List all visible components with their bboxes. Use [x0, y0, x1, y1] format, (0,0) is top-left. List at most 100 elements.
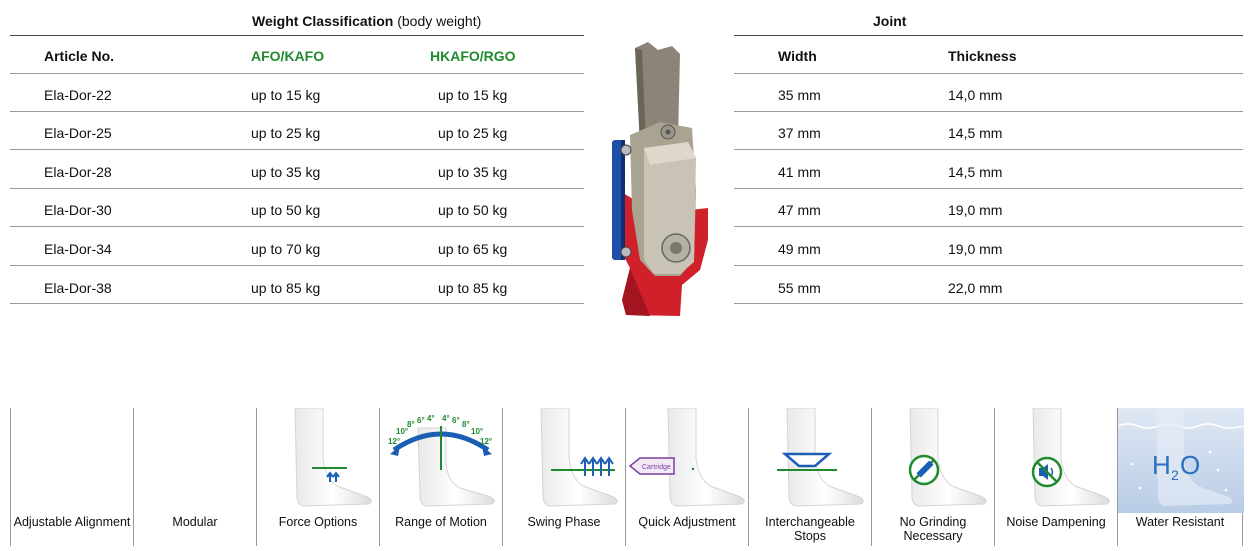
thickness-cell: 14,5 mm — [948, 164, 1003, 180]
foot-noise-icon — [1031, 408, 1110, 507]
rom-angle-label: 12° — [480, 437, 492, 446]
header-rule-left — [10, 35, 584, 36]
rom-angle-label: 10° — [396, 427, 408, 436]
feature-label: Noise Dampening — [1006, 515, 1106, 529]
feature-label: Swing Phase — [527, 515, 601, 529]
col-width: Width — [778, 48, 817, 64]
foot-stop-icon — [777, 408, 864, 507]
feature-swing-phase: Swing Phase — [502, 408, 625, 546]
row-rule — [734, 111, 1243, 112]
thickness-cell: 19,0 mm — [948, 202, 1003, 218]
row-rule — [734, 265, 1243, 266]
row-rule — [734, 73, 1243, 74]
article-cell: Ela-Dor-28 — [44, 164, 112, 180]
foot-water-icon: H 2 O — [1118, 408, 1244, 513]
foot-no-grinding-icon — [908, 408, 987, 507]
hkafo-cell: up to 50 kg — [438, 202, 508, 218]
row-rule — [734, 303, 1243, 304]
width-cell: 37 mm — [778, 125, 821, 141]
width-cell: 35 mm — [778, 87, 821, 103]
afo-cell: up to 35 kg — [251, 164, 321, 180]
rom-angle-label: 4° — [427, 414, 435, 423]
weight-title-bold: Weight Classification — [252, 13, 394, 29]
width-cell: 49 mm — [778, 241, 821, 257]
rom-angle-label: 10° — [471, 427, 483, 436]
width-cell: 55 mm — [778, 280, 821, 296]
feature-modular: Modular — [133, 408, 256, 546]
feature-interchangeable-stops: Interchangeable Stops — [748, 408, 871, 546]
ankle-joint-image — [600, 40, 720, 320]
col-article: Article No. — [44, 48, 115, 64]
range-motion-icon: 12° 10° 8° 6° 4° 4° 6° 8° 10° 12° — [388, 414, 495, 507]
afo-cell: up to 85 kg — [251, 280, 321, 296]
row-rule — [10, 149, 584, 150]
h2o-h: H — [1152, 450, 1171, 480]
feature-label: Quick Adjustment — [638, 515, 736, 529]
row-rule — [10, 73, 584, 74]
feature-water-resistant: H 2 O Water Resistant — [1117, 408, 1244, 546]
weight-classification-title: Weight Classification (body weight) — [252, 13, 481, 29]
afo-cell: up to 70 kg — [251, 241, 321, 257]
foot-swing-icon — [540, 408, 618, 507]
feature-no-grinding: No Grinding Necessary — [871, 408, 994, 546]
row-rule — [734, 188, 1243, 189]
afo-cell: up to 50 kg — [251, 202, 321, 218]
row-rule — [10, 226, 584, 227]
h2o-o: O — [1180, 450, 1200, 480]
rom-angle-label: 6° — [417, 416, 425, 425]
thickness-cell: 14,5 mm — [948, 125, 1003, 141]
feature-adjustable-alignment: Adjustable Alignment — [10, 408, 133, 546]
hkafo-cell: up to 25 kg — [438, 125, 508, 141]
feature-label: Interchangeable Stops — [765, 515, 855, 543]
feature-label: Force Options — [278, 515, 358, 529]
feature-label: Adjustable Alignment — [13, 515, 131, 529]
row-rule — [10, 303, 584, 304]
feature-label: Modular — [172, 515, 218, 529]
article-cell: Ela-Dor-25 — [44, 125, 112, 141]
hkafo-cell: up to 35 kg — [438, 164, 508, 180]
width-cell: 41 mm — [778, 164, 821, 180]
col-hkafo-rgo: HKAFO/RGO — [430, 48, 516, 64]
row-rule — [10, 188, 584, 189]
feature-quick-adjustment: Cartridge Quick Adjustment — [625, 408, 748, 546]
feature-range-of-motion: 12° 10° 8° 6° 4° 4° 6° 8° 10° 12° Range … — [379, 408, 502, 546]
hkafo-cell: up to 15 kg — [438, 87, 508, 103]
foot-cartridge-icon: Cartridge — [628, 408, 745, 507]
thickness-cell: 14,0 mm — [948, 87, 1003, 103]
article-cell: Ela-Dor-22 — [44, 87, 112, 103]
thickness-cell: 22,0 mm — [948, 280, 1003, 296]
article-cell: Ela-Dor-38 — [44, 280, 112, 296]
article-cell: Ela-Dor-34 — [44, 241, 112, 257]
hkafo-cell: up to 65 kg — [438, 241, 508, 257]
rom-angle-label: 8° — [462, 420, 470, 429]
rom-angle-label: 12° — [388, 437, 400, 446]
rom-angle-label: 4° — [442, 414, 450, 423]
col-thickness: Thickness — [948, 48, 1017, 64]
feature-strip: Adjustable Alignment Modular Force Optio… — [10, 408, 1244, 546]
hkafo-cell: up to 85 kg — [438, 280, 508, 296]
header-rule-right — [734, 35, 1243, 36]
thickness-cell: 19,0 mm — [948, 241, 1003, 257]
row-rule — [734, 149, 1243, 150]
joint-title: Joint — [873, 13, 907, 29]
afo-cell: up to 15 kg — [251, 87, 321, 103]
row-rule — [10, 265, 584, 266]
rom-angle-label: 6° — [452, 416, 460, 425]
row-rule — [10, 111, 584, 112]
row-rule — [734, 226, 1243, 227]
feature-label: Range of Motion — [395, 515, 487, 529]
col-afo-kafo: AFO/KAFO — [251, 48, 325, 64]
afo-cell: up to 25 kg — [251, 125, 321, 141]
width-cell: 47 mm — [778, 202, 821, 218]
feature-noise-dampening: Noise Dampening — [994, 408, 1117, 546]
ankle-joint-icon — [612, 42, 708, 316]
feature-label: Water Resistant — [1135, 515, 1225, 529]
rom-angle-label: 8° — [407, 420, 415, 429]
feature-label: No Grinding Necessary — [899, 515, 967, 543]
foot-force-icon — [294, 408, 372, 507]
feature-force-options: Force Options — [256, 408, 379, 546]
article-cell: Ela-Dor-30 — [44, 202, 112, 218]
h2o-2: 2 — [1171, 467, 1179, 483]
cartridge-text: Cartridge — [642, 464, 671, 471]
weight-title-note: (body weight) — [397, 13, 482, 29]
